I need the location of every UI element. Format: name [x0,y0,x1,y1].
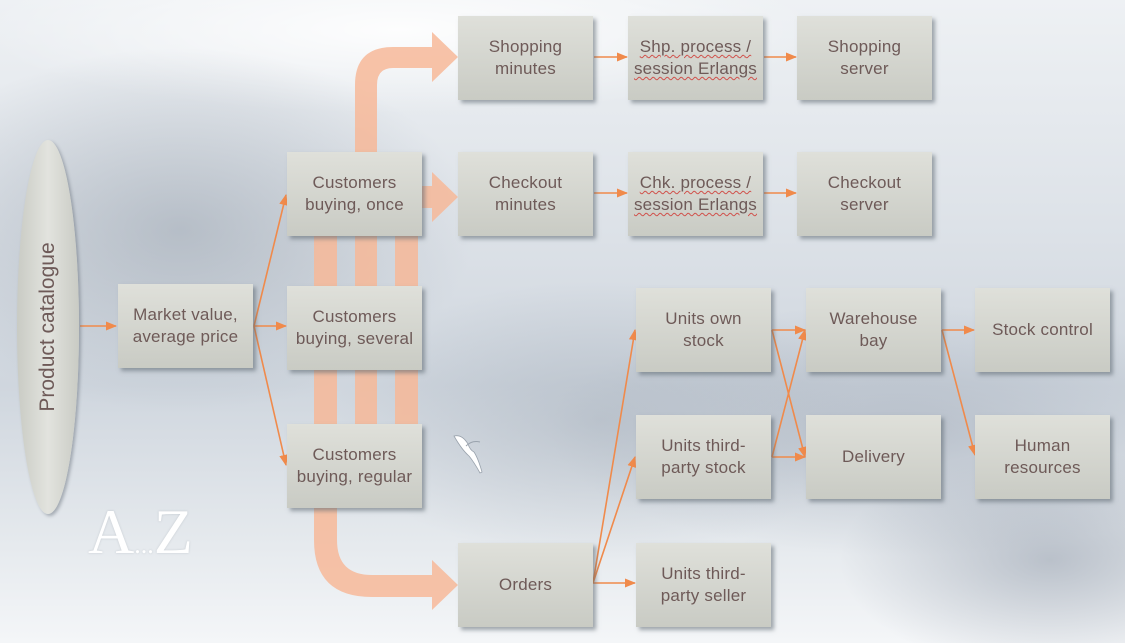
chk-process-box[interactable]: Chk. process / session Erlangs [628,152,763,236]
stock-control-box[interactable]: Stock control [975,288,1110,372]
warehouse-line1: Warehouse [829,309,918,328]
product-catalogue-label: Product catalogue [36,242,59,412]
checkout-server-box[interactable]: Checkout server [797,152,932,236]
product-catalogue-ellipse [17,140,79,514]
warehouse-bay-box[interactable]: Warehouse bay [806,288,941,372]
shp-process-box[interactable]: Shp. process / session Erlangs [628,16,763,100]
human-resources-line2: resources [1004,458,1081,477]
units-own-line1: Units own [665,309,742,328]
shopping-minutes-line2: minutes [495,59,556,78]
arrow-lines [80,52,977,588]
customers-regular-line2: buying, regular [296,467,413,486]
checkout-server-line1: Checkout [827,173,902,192]
shopping-minutes-line1: Shopping [488,37,563,56]
arrow-warehouse-to-hr [941,329,977,457]
customers-several-line1: Customers [312,307,397,326]
customers-once-box[interactable]: Customers buying, once [287,152,422,236]
customers-regular-line1: Customers [312,445,397,464]
warehouse-line2: bay [859,331,888,350]
chk-process-line2: session Erlangs [633,195,757,214]
delivery-box[interactable]: Delivery [806,415,941,499]
customers-regular-box[interactable]: Customers buying, regular [287,424,422,508]
shopping-server-line1: Shopping [827,37,902,56]
customers-once-line1: Customers [312,173,397,192]
chk-process-line1: Chk. process / [639,173,752,192]
checkout-server-line2: server [840,195,889,214]
az-letter-z: Z [153,496,193,567]
seagull-icon [453,435,483,474]
orders-label: Orders [498,575,553,594]
shopping-server-line2: server [840,59,889,78]
checkout-minutes-line1: Checkout [488,173,563,192]
az-letter-a: A [88,496,135,567]
units-third-seller-line2: party seller [660,586,747,605]
units-third-party-stock-box[interactable]: Units third-party stock [636,415,771,499]
delivery-label: Delivery [841,447,905,466]
human-resources-box[interactable]: Human resources [975,415,1110,499]
arrow-third-to-warehouse [771,328,807,458]
units-third-party-seller-box[interactable]: Units third-party seller [636,543,771,627]
arrow-market-to-once [253,193,288,327]
shp-process-line1: Shp. process / [639,37,752,56]
checkout-minutes-line2: minutes [495,195,556,214]
customers-several-line2: buying, several [295,329,414,348]
market-value-line1: Market value, [133,305,238,324]
checkout-minutes-box[interactable]: Checkout minutes [458,152,593,236]
units-own-line2: stock [683,331,724,350]
shopping-server-box[interactable]: Shopping server [797,16,932,100]
market-value-box[interactable]: Market value, average price [118,284,253,368]
arrow-orders-to-unitsown [592,328,638,584]
units-own-stock-box[interactable]: Units own stock [636,288,771,372]
units-third-seller-line1: Units third- [661,564,746,583]
shp-process-line2: session Erlangs [633,59,757,78]
flow-band-orders [314,230,458,610]
customers-once-line2: buying, once [305,195,404,214]
orders-box[interactable]: Orders [458,543,593,627]
human-resources-line1: Human [1014,436,1071,455]
customers-several-box[interactable]: Customers buying, several [287,286,422,370]
market-value-line2: average price [132,327,239,346]
az-watermark: A...Z [88,497,193,580]
units-third-stock-line2: party stock [661,458,746,477]
units-third-stock-line1: Units third- [661,436,746,455]
arrow-market-to-regular [253,325,289,467]
stock-control-label: Stock control [992,320,1093,339]
arrow-orders-to-thirdstock [592,455,637,584]
az-dots: ... [134,530,154,559]
shopping-minutes-box[interactable]: Shopping minutes [458,16,593,100]
